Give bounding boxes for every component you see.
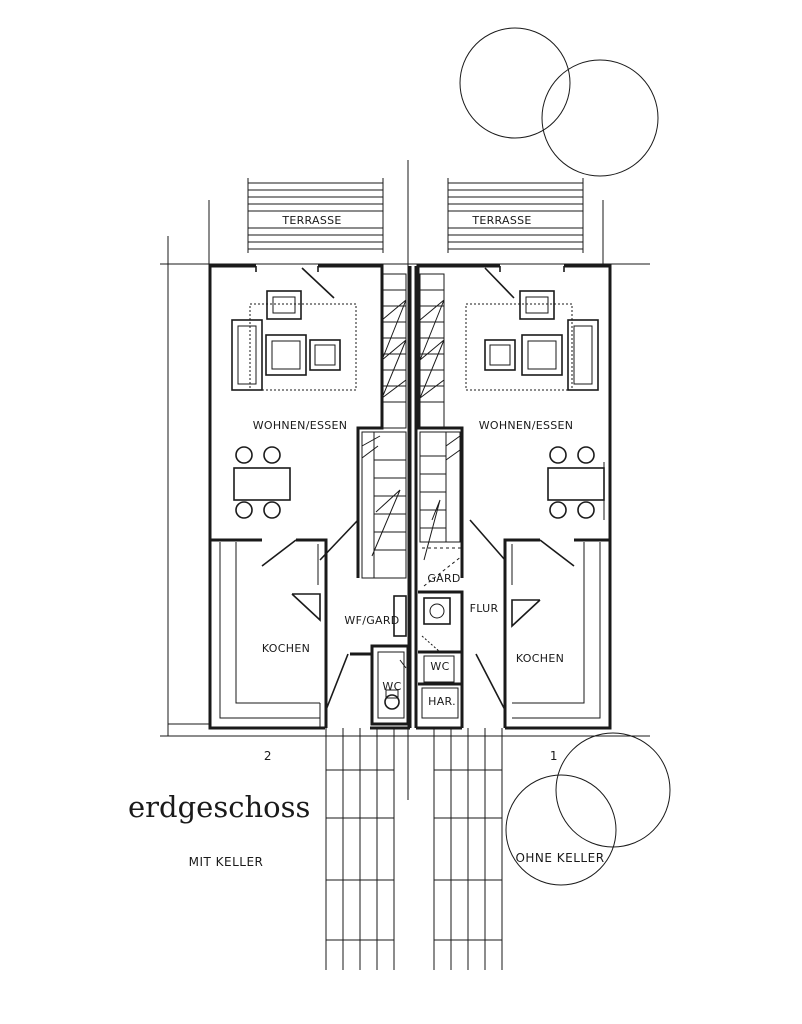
terrace-label-right: TERRASSE — [471, 214, 531, 227]
terrace-left — [247, 178, 384, 253]
path-left — [325, 728, 395, 970]
rug-left — [249, 303, 357, 391]
armchair-right-top — [519, 290, 555, 320]
tree-bottom-2 — [505, 774, 617, 886]
stairs-right — [418, 273, 463, 587]
wardrobe-label-left: WF/GARD — [344, 614, 399, 627]
living-label-right: WOHNEN/ESSEN — [479, 419, 574, 432]
left-living-furniture — [231, 290, 357, 391]
sofa-right — [567, 319, 599, 391]
right-living-furniture — [465, 290, 599, 391]
dining-right — [547, 446, 605, 519]
exterior-walls — [208, 264, 612, 730]
path-right — [433, 728, 503, 970]
stairs-left — [361, 273, 407, 579]
tree-top-1 — [459, 27, 571, 139]
terrace-doors — [255, 266, 565, 299]
left-kitchen — [210, 519, 359, 728]
sofa-left — [231, 319, 263, 391]
unit-number-right: 1 — [550, 749, 558, 763]
hall-label-right: FLUR — [470, 602, 499, 615]
rug-right — [465, 303, 573, 391]
cellar-note-right: OHNE KELLER — [515, 851, 604, 865]
armchair-right-side — [484, 339, 516, 371]
armchair-left-side — [309, 339, 341, 371]
coffee-table-right — [521, 334, 563, 376]
wc-label-right: WC — [430, 660, 449, 673]
kitchen-label-left: KOCHEN — [262, 642, 310, 655]
cellar-note-left: MIT KELLER — [189, 855, 264, 869]
terrace-label-left: TERRASSE — [281, 214, 341, 227]
wardrobe-label-right: GARD — [427, 572, 460, 585]
dining-left — [233, 446, 291, 519]
left-wc — [350, 595, 410, 726]
right-wc — [418, 590, 464, 728]
armchair-left-top — [266, 290, 302, 320]
living-label-left: WOHNEN/ESSEN — [253, 419, 348, 432]
tree-symbols — [459, 27, 671, 886]
terrace-right — [447, 178, 584, 253]
wc-label-left: WC — [382, 680, 401, 693]
plan-title: erdgeschoss — [128, 790, 310, 824]
right-kitchen — [469, 519, 610, 728]
coffee-table-left — [265, 334, 307, 376]
kitchen-label-right: KOCHEN — [516, 652, 564, 665]
tree-top-2 — [541, 59, 659, 177]
unit-number-left: 2 — [264, 749, 272, 763]
tree-bottom-1 — [555, 732, 671, 848]
utility-label-right: HAR. — [428, 695, 456, 708]
